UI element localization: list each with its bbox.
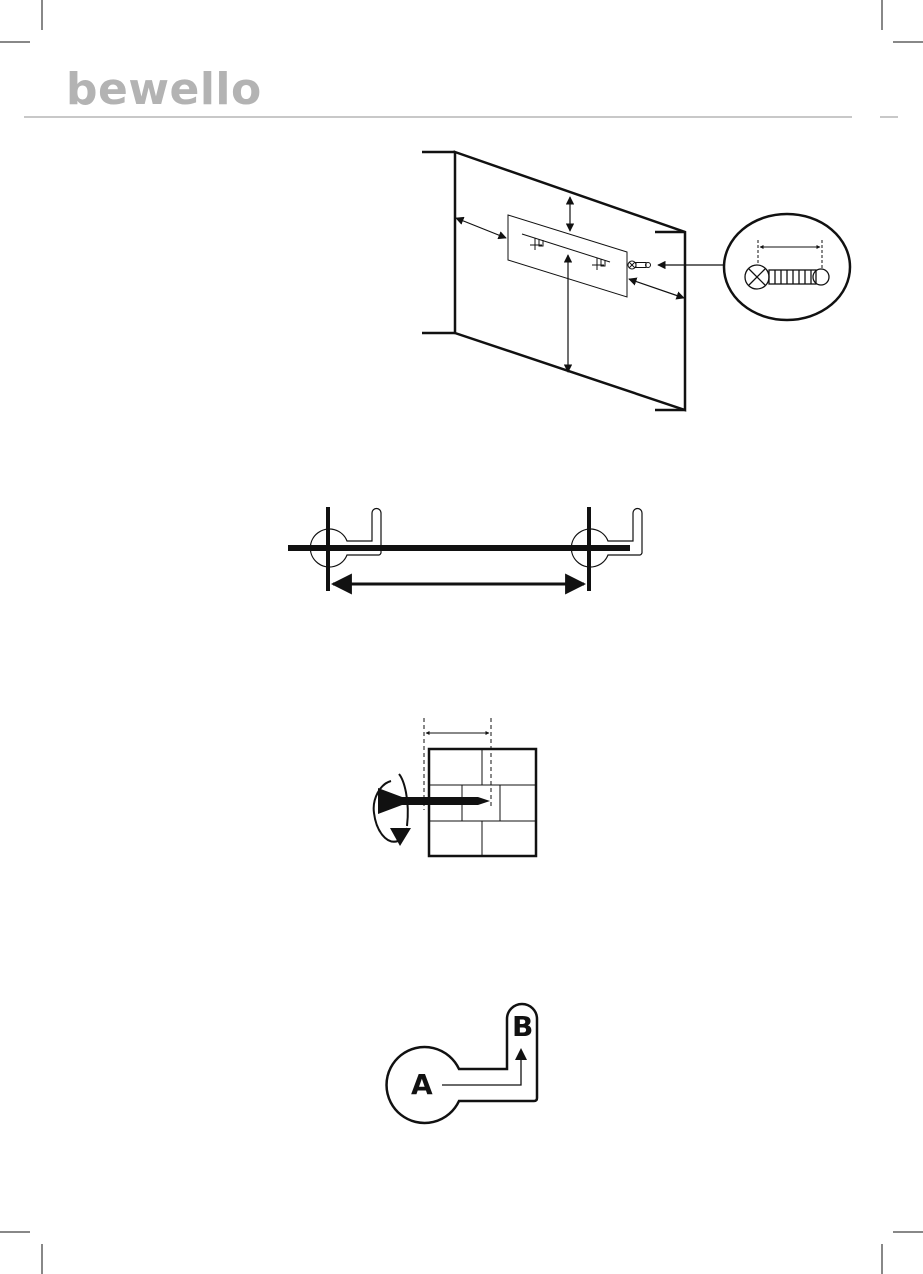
wall-panel: [455, 152, 685, 410]
keyhole-left: [310, 509, 381, 568]
label-b: B: [512, 1010, 533, 1043]
screw-callout-circle: [724, 214, 850, 320]
keyhole-figure: A B: [387, 1004, 537, 1123]
small-screw: [628, 261, 651, 269]
drill-bit: [378, 788, 490, 814]
screw-magnified: [745, 265, 829, 289]
label-a: A: [411, 1068, 433, 1101]
wall-mounting-figure: [422, 152, 850, 410]
dim-arrow-left: [456, 218, 506, 238]
header: bewello: [24, 64, 898, 117]
keyhole-right: [571, 509, 642, 568]
dim-arrow-right: [629, 279, 684, 298]
drilling-figure: [374, 718, 536, 856]
hole-spacing-figure: [288, 507, 642, 591]
brand-logo: bewello: [66, 64, 262, 115]
